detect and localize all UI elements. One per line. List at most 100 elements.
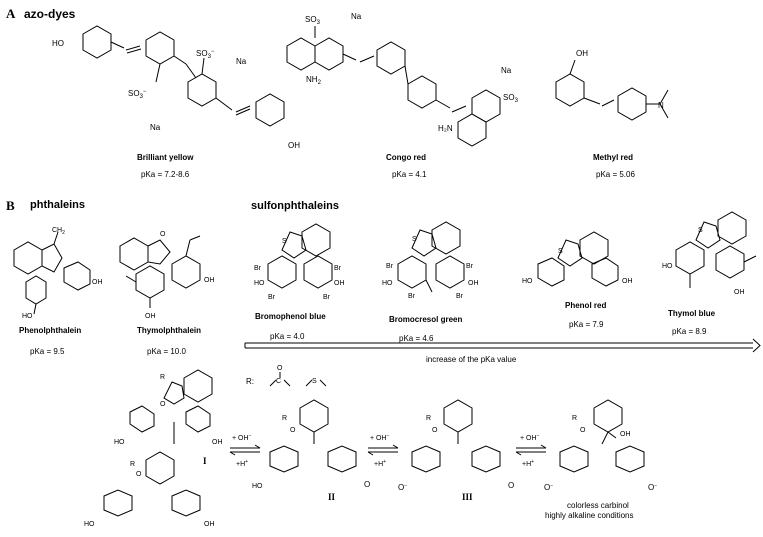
carbinol-o: O xyxy=(580,427,586,434)
carbinol-r: R xyxy=(572,415,577,422)
mr-n: N xyxy=(658,101,664,110)
eq3-fwd: + OH− xyxy=(520,433,540,442)
bcg-br-4: Br xyxy=(456,293,464,300)
indicator-pka-3: pKa = 4.6 xyxy=(399,334,434,343)
lactone-form-structure xyxy=(129,369,213,444)
equilibrium-arrow-3 xyxy=(515,444,547,456)
eq2-back: +H+ xyxy=(374,459,386,468)
azo-pka-2: pKa = 5.06 xyxy=(596,170,635,179)
form-ii-r: R xyxy=(282,415,287,422)
mr-oh: OH xyxy=(576,49,588,58)
form-label-ii: II xyxy=(328,492,336,502)
indicator-pka-4: pKa = 7.9 xyxy=(569,320,604,329)
form-iii-o-right: O xyxy=(508,481,514,490)
cr-so3-a: SO3 xyxy=(305,15,321,26)
indicator-name-3: Bromocresol green xyxy=(389,315,462,324)
pp-oh-a: OH xyxy=(92,279,103,286)
tb-s: S xyxy=(698,227,703,234)
leuco-r: R xyxy=(130,461,135,468)
form-iii-o: O xyxy=(432,427,438,434)
r-group-options xyxy=(269,372,327,387)
bpb-s: S xyxy=(282,238,287,245)
cr-h2n: H₂N xyxy=(438,124,453,133)
bpb-oh: OH xyxy=(334,280,345,287)
equilibrium-arrow-2 xyxy=(367,444,399,456)
bpb-ho: HO xyxy=(254,280,265,287)
bcg-br-3: Br xyxy=(408,293,416,300)
tb-ho: HO xyxy=(662,263,673,270)
pka-increase-arrow xyxy=(244,338,761,353)
azo-pka-1: pKa = 4.1 xyxy=(392,170,427,179)
phr-oh: OH xyxy=(622,278,633,285)
cr-na-2: Na xyxy=(501,66,512,75)
form-iii-r: R xyxy=(426,415,431,422)
carbinol-o-right: O− xyxy=(648,483,657,492)
bcg-ho: HO xyxy=(382,280,393,287)
carbinol-caption-1: colorless carbinol xyxy=(567,501,629,510)
section-b-letter: B xyxy=(6,198,15,213)
bpb-br-3: Br xyxy=(268,294,276,301)
indicator-name-4: Phenol red xyxy=(565,301,606,310)
bromocresol-green-structure xyxy=(397,221,465,293)
cr-so3-b: SO3 xyxy=(503,93,519,104)
tp-oh-a: OH xyxy=(204,277,215,284)
pp-ch2: CH2 xyxy=(52,227,65,236)
section-a-letter: A xyxy=(6,6,16,21)
form-label-iii: III xyxy=(462,492,473,502)
form-ii-ho: HO xyxy=(252,483,263,490)
eq3-back: +H+ xyxy=(522,459,534,468)
form-iii-o-left: O− xyxy=(398,483,407,492)
thymol-blue-structure xyxy=(675,211,757,288)
r-group-s: S xyxy=(312,378,317,385)
indicator-pka-2: pKa = 4.0 xyxy=(270,332,305,341)
azo-pka-0: pKa = 7.2-8.6 xyxy=(141,170,190,179)
leuco-o: O xyxy=(136,471,142,478)
phr-s: S xyxy=(558,248,563,255)
leuco-oh: OH xyxy=(204,521,215,528)
tp-oh-b: OH xyxy=(145,313,156,320)
carbinol-structure xyxy=(559,399,645,473)
azo-name-1: Congo red xyxy=(386,153,426,162)
azo-name-0: Brilliant yellow xyxy=(137,153,194,162)
indicator-pka-5: pKa = 8.9 xyxy=(672,327,707,336)
by-na-2: Na xyxy=(150,123,161,132)
thymolphthalein-structure xyxy=(119,235,201,308)
by-so3-a: SO3− xyxy=(196,49,215,60)
section-b-title: phthaleins xyxy=(30,199,85,211)
form-ii-o2: O xyxy=(364,480,370,489)
r-group-label: R: xyxy=(246,377,254,386)
cr-nh2: NH2 xyxy=(306,75,322,86)
eq1-back: +H+ xyxy=(236,459,248,468)
phenolphthalein-structure xyxy=(13,231,91,315)
indicator-name-1: Thymolphthalein xyxy=(137,326,201,335)
bcg-oh: OH xyxy=(468,280,479,287)
bpb-br-2: Br xyxy=(334,265,342,272)
indicator-pka-0: pKa = 9.5 xyxy=(30,347,65,356)
r-group-o: O xyxy=(277,365,283,372)
by-so3-b: SO3− xyxy=(128,89,147,100)
bpb-br-1: Br xyxy=(254,265,262,272)
form-i-oh: OH xyxy=(212,439,223,446)
pka-arrow-label: increase of the pKa value xyxy=(426,355,517,364)
carbinol-oh: OH xyxy=(620,431,631,438)
indicator-name-2: Bromophenol blue xyxy=(255,312,326,321)
brilliant-yellow-structure xyxy=(82,25,285,127)
leuco-form-structure xyxy=(103,451,201,517)
section-a-title: azo-dyes xyxy=(24,7,76,21)
carbinol-o-left: O− xyxy=(544,483,553,492)
indicator-pka-1: pKa = 10.0 xyxy=(147,347,186,356)
form-ii-o: O xyxy=(290,427,296,434)
indicator-name-0: Phenolphthalein xyxy=(19,326,81,335)
equilibrium-arrow-1 xyxy=(229,444,261,456)
section-b-title-2: sulfonphthaleins xyxy=(251,200,339,212)
tp-o: O xyxy=(160,231,166,238)
pp-ho: HO xyxy=(22,313,33,320)
bromophenol-blue-structure xyxy=(267,223,333,289)
bpb-br-4: Br xyxy=(323,294,331,301)
eq2-fwd: + OH− xyxy=(370,433,390,442)
form-ii-structure xyxy=(269,399,357,473)
form-i-r: R xyxy=(160,374,165,381)
form-iii-structure xyxy=(411,399,501,473)
by-na-1: Na xyxy=(236,57,247,66)
by-oh: OH xyxy=(288,141,300,150)
